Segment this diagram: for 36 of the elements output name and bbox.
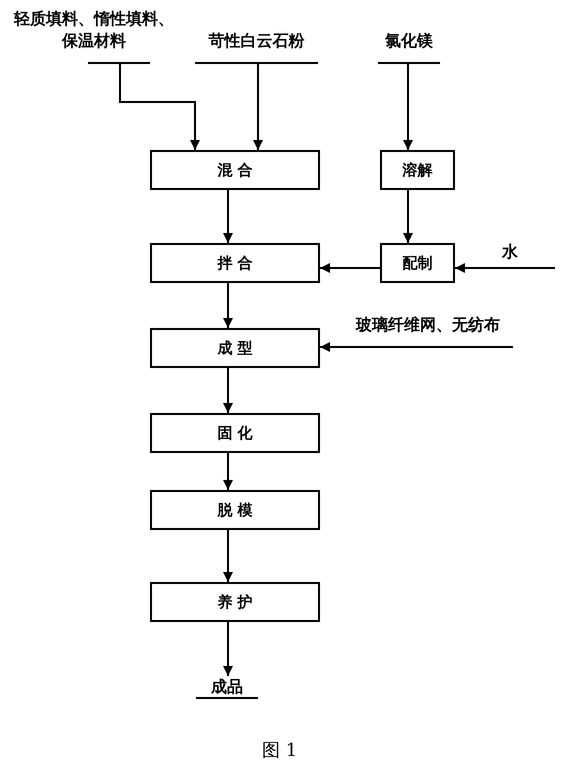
figure-caption: 图 1 bbox=[262, 739, 298, 762]
process-box bbox=[380, 243, 455, 283]
step-label: 拌 合 bbox=[217, 254, 253, 272]
step-label: 混 合 bbox=[217, 160, 253, 180]
step-label: 脱 模 bbox=[217, 500, 253, 520]
process-box bbox=[380, 150, 455, 190]
edge-label: 水 bbox=[502, 242, 518, 262]
arrow bbox=[223, 190, 233, 243]
input-material-label: 玻璃纤维网、无纺布 bbox=[354, 314, 501, 336]
arrow bbox=[223, 368, 233, 413]
process-box bbox=[150, 413, 320, 453]
process-box bbox=[150, 243, 320, 283]
step-label: 溶解 bbox=[402, 160, 432, 180]
arrow bbox=[320, 342, 513, 352]
input-material-label: 苛性白云石粉 bbox=[208, 30, 306, 52]
step-label: 固 化 bbox=[217, 424, 253, 442]
arrow bbox=[403, 190, 413, 243]
step-label: 养 护 bbox=[217, 592, 253, 612]
arrow bbox=[223, 622, 233, 676]
arrow bbox=[455, 263, 555, 273]
input-material-label: 成品 bbox=[210, 676, 244, 698]
arrow bbox=[253, 64, 263, 150]
process-box bbox=[150, 150, 320, 190]
arrow bbox=[223, 453, 233, 490]
step-label: 配制 bbox=[402, 254, 432, 272]
arrow bbox=[119, 64, 200, 150]
input-material-label: 氯化镁 bbox=[384, 30, 434, 52]
process-box bbox=[150, 490, 320, 530]
process-box bbox=[150, 582, 320, 622]
process-box bbox=[150, 328, 320, 368]
arrow bbox=[320, 263, 380, 273]
input-material-label: 轻质填料、惰性填料、保温材料 bbox=[12, 8, 175, 52]
arrow bbox=[403, 64, 413, 150]
step-label: 成 型 bbox=[217, 338, 253, 358]
arrow bbox=[223, 283, 233, 328]
arrow bbox=[223, 530, 233, 582]
